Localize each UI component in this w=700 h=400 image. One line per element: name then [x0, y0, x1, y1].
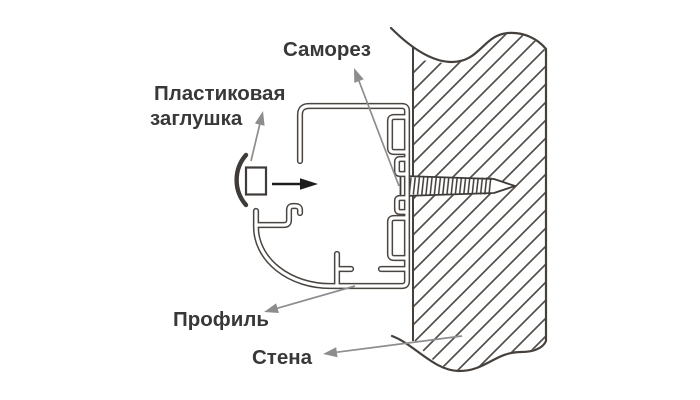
label-profile: Профиль [173, 308, 269, 331]
profile-outer-strokes [256, 106, 407, 286]
label-plug-line2: заглушка [150, 107, 243, 130]
leader-screw [354, 68, 400, 187]
leader-plug-line [250, 124, 261, 162]
insertion-direction-arrow [272, 178, 318, 190]
profile-inner-strokes [254, 104, 409, 288]
insertion-arrow-head [300, 178, 318, 190]
profile-outline [256, 106, 407, 286]
leader-wall-line [336, 335, 463, 354]
leader-profile [264, 285, 356, 313]
plug-body [244, 166, 268, 196]
leader-wall [323, 335, 463, 358]
leader-profile-line [277, 285, 356, 310]
labels: Саморез Пластиковая заглушка Профиль Сте… [150, 38, 371, 369]
label-screw: Саморез [283, 38, 371, 61]
leader-wall-arrowhead [323, 347, 338, 358]
plug-cap-arc [234, 152, 249, 208]
wall-outline [389, 26, 548, 373]
leader-screw-arrowhead [354, 68, 364, 83]
leader-plug-arrowhead [254, 111, 265, 126]
label-plug-line1: Пластиковая [154, 82, 285, 105]
wall-section [389, 26, 548, 373]
leader-plug [250, 111, 265, 162]
screw-threads [407, 177, 492, 195]
wall-hatch [413, 33, 545, 370]
leader-screw-line [358, 80, 400, 187]
leader-profile-arrowhead [264, 303, 279, 313]
plug-graphic [234, 152, 268, 208]
label-wall: Стена [252, 346, 313, 369]
